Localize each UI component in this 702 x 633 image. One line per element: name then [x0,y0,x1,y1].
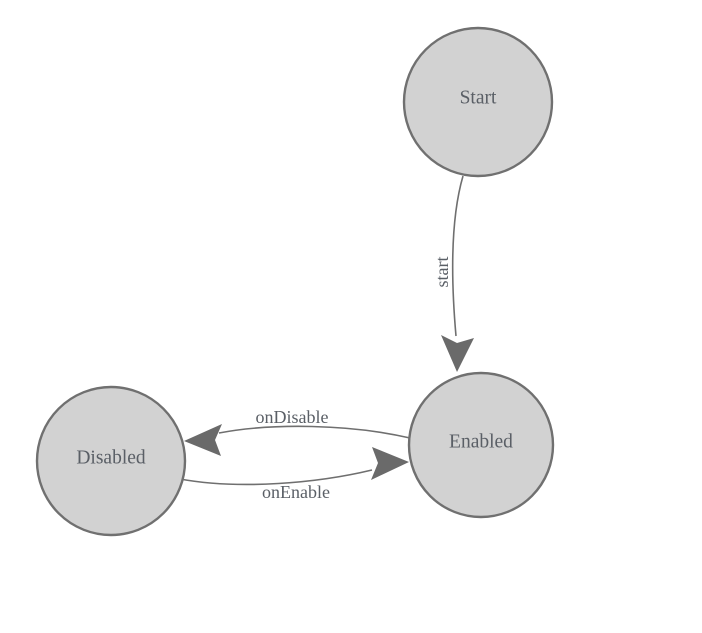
edge-path-enabled-to-disabled [218,425,411,439]
edge-enabled-to-disabled[interactable]: onDisable [184,407,411,456]
node-start-label: Start [460,87,497,108]
node-start-circle [402,26,554,178]
edge-path-disabled-to-enabled [179,469,373,486]
node-start[interactable]: Start [402,26,554,178]
node-enabled-label: Enabled [449,431,513,452]
arrowhead-into-enabled-from-start [441,335,474,372]
edge-path-start-to-enabled [451,175,464,337]
edge-start-to-enabled[interactable]: start [432,175,474,372]
arrowhead-into-disabled [184,424,222,456]
node-enabled-circle [407,371,555,519]
edge-label-start: start [432,257,452,288]
edge-label-ondisable: onDisable [256,407,329,427]
node-disabled-label: Disabled [76,447,146,468]
node-enabled[interactable]: Enabled [407,371,555,519]
node-disabled[interactable]: Disabled [35,385,187,537]
node-disabled-circle [35,385,187,537]
arrowhead-into-enabled-from-disabled [371,447,409,480]
edge-label-onenable: onEnable [262,482,330,502]
edge-disabled-to-enabled[interactable]: onEnable [179,447,409,502]
